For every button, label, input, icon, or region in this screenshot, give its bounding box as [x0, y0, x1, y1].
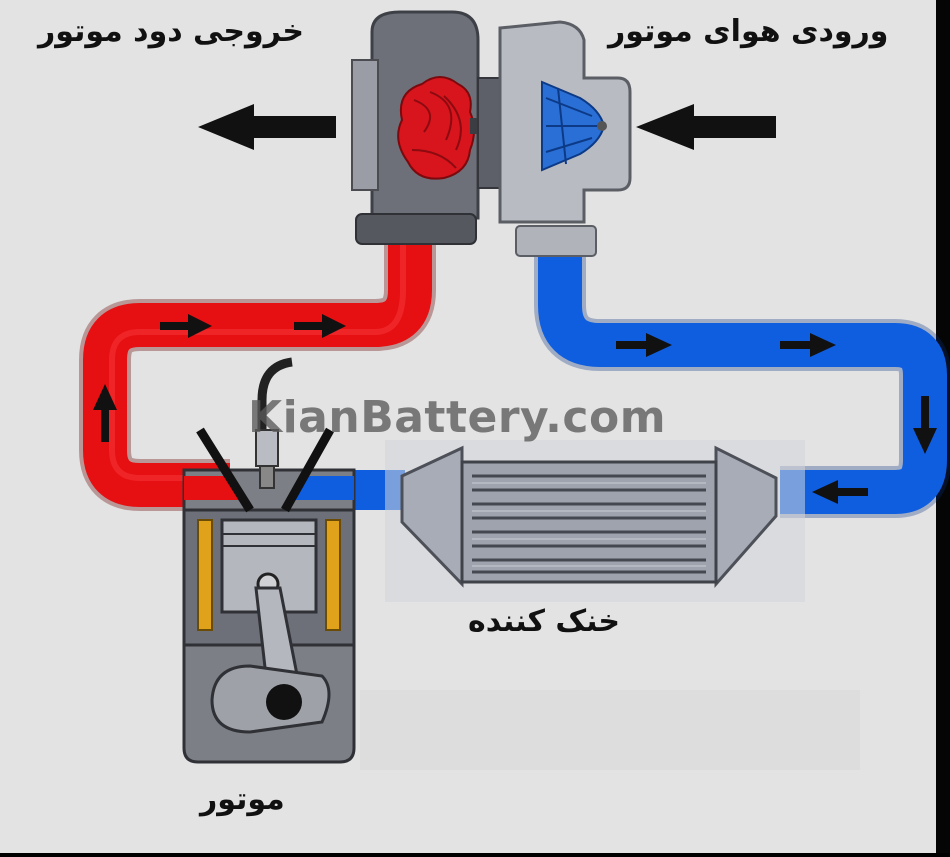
hot-arrow-3: [93, 384, 117, 442]
valve-right: [281, 427, 334, 513]
intercooler-left-tank: [400, 445, 464, 588]
turbine-wheel: [397, 76, 475, 180]
spark-plug: [255, 357, 293, 489]
turbine-outlet-flange: [351, 59, 379, 191]
intercooler-fins: [472, 474, 706, 574]
hot-exhaust-pipe: [79, 235, 436, 511]
engine-label: موتور: [200, 782, 285, 817]
cold-arrow-4: [812, 480, 868, 504]
intercooler-core: [460, 460, 718, 584]
engine: [182, 357, 356, 764]
watermark-text: KianBattery.com: [248, 392, 667, 443]
exhaust-output-label: خروجی دود موتور: [38, 14, 304, 49]
cold-arrow-2: [780, 333, 836, 357]
air-intake-label: ورودی هوای موتور: [608, 14, 889, 49]
pipe-flow-arrows: [93, 314, 937, 504]
air-in-arrow: [636, 104, 776, 150]
turbocharger: [351, 10, 632, 257]
compressor-flange-bottom: [515, 225, 597, 257]
cold-arrow-1: [616, 333, 672, 357]
compressor-nut: [597, 121, 607, 131]
hot-arrow-1: [160, 314, 212, 338]
cold-arrow-3: [913, 396, 937, 454]
crank-center: [266, 684, 302, 720]
exhaust-out-arrow: [198, 104, 336, 150]
intercooler-label: خنک کننده: [468, 604, 621, 639]
turbine-flange-bottom: [355, 213, 477, 245]
bottom-shadow: [360, 690, 860, 770]
intercooler: [385, 440, 805, 602]
intercooler-right-tank: [714, 445, 778, 588]
cylinder-liner-right: [325, 519, 341, 631]
hot-arrow-2: [294, 314, 346, 338]
cylinder-liner-left: [197, 519, 213, 631]
valve-left: [196, 427, 254, 513]
